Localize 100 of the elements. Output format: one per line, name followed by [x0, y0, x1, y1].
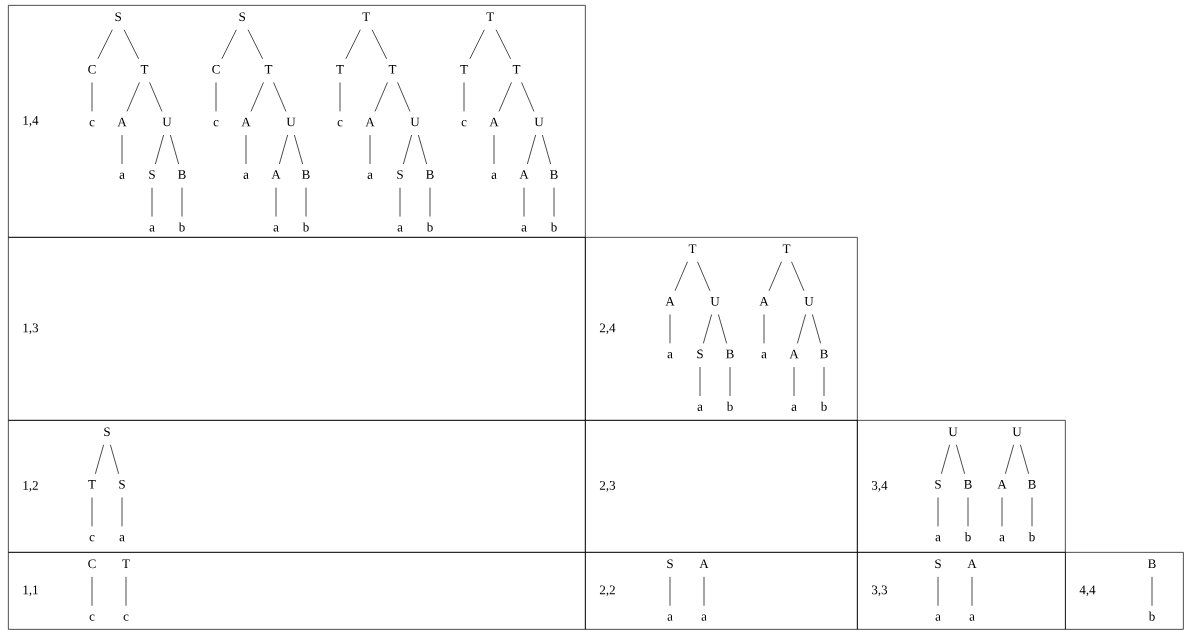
tree-branch — [170, 134, 179, 165]
tree-symbol: U — [948, 427, 958, 437]
tree-branch — [703, 314, 712, 344]
tree-branch — [941, 444, 950, 475]
tree-symbol: A — [997, 480, 1007, 489]
tree-branch — [397, 82, 411, 112]
tree-symbol: A — [759, 297, 769, 306]
tree-branch — [768, 261, 782, 292]
tree-symbol: T — [336, 65, 344, 74]
tree-symbol: a — [119, 172, 125, 179]
tree-branch — [126, 82, 140, 112]
tree-symbol: B — [964, 480, 972, 489]
tree-symbol: T — [512, 65, 521, 74]
tree-branch — [1001, 497, 1003, 527]
tree-branch — [155, 134, 164, 165]
tree-symbol: c — [337, 120, 343, 127]
tree-symbol: T — [264, 65, 273, 74]
tree-branch — [215, 82, 217, 112]
tree-symbol: B — [820, 349, 828, 359]
tree-symbol: a — [935, 535, 941, 542]
tree-symbol: a — [667, 352, 673, 359]
tree-branch — [967, 497, 969, 527]
tree-branch — [125, 576, 127, 607]
tree-branch — [1020, 444, 1029, 475]
tree-branch — [1151, 576, 1153, 607]
tree-branch — [463, 82, 465, 112]
tree-symbol: a — [273, 225, 279, 232]
tree-branch — [495, 29, 511, 60]
tree-branch — [937, 497, 939, 527]
tree-branch — [937, 576, 939, 607]
tree-symbol: T — [122, 559, 130, 568]
tree-symbol: b — [1148, 611, 1155, 621]
tree-branch — [763, 314, 765, 344]
tree-symbol: A — [489, 117, 499, 127]
tree-branch — [553, 187, 555, 217]
tree-branch — [371, 29, 387, 60]
tree-symbol: a — [491, 172, 497, 179]
tree-branch — [669, 576, 671, 607]
tree-branch — [123, 29, 139, 60]
tree-branch — [181, 187, 183, 217]
tree-symbol: T — [782, 244, 791, 253]
tree-branch — [542, 134, 551, 165]
tree-symbol: a — [791, 404, 797, 411]
tree-symbol: b — [1028, 532, 1035, 542]
tree-symbol: b — [964, 532, 971, 542]
tree-symbol: a — [367, 172, 373, 179]
tree-symbol: T — [388, 65, 397, 74]
tree-symbol: S — [667, 559, 673, 569]
tree-symbol: B — [302, 170, 310, 179]
tree-symbol: c — [461, 120, 467, 127]
tree-symbol: a — [667, 614, 673, 621]
tree-symbol: A — [271, 170, 281, 179]
tree-symbol: S — [115, 12, 121, 22]
tree-symbol: a — [397, 225, 403, 232]
tree-symbol: B — [550, 170, 558, 179]
tree-branch — [1031, 497, 1033, 527]
tree-branch — [95, 444, 104, 475]
tree-symbol: C — [88, 559, 96, 569]
tree-symbol: S — [935, 559, 941, 569]
tree-symbol: S — [397, 170, 403, 179]
tree-symbol: A — [665, 297, 675, 306]
table-cell: 1,3 — [8, 237, 586, 421]
tree-branch — [797, 314, 806, 344]
tree-symbol: U — [1012, 427, 1022, 437]
tree-branch — [403, 134, 412, 165]
tree-branch — [305, 187, 307, 217]
tree-branch — [149, 82, 163, 112]
tree-branch — [91, 576, 93, 607]
tree-symbol: A — [365, 117, 375, 127]
tree-symbol: b — [426, 222, 433, 232]
tree-branch — [245, 134, 247, 165]
tree-branch — [345, 29, 361, 60]
tree-symbol: c — [123, 614, 129, 621]
tree-branch — [429, 187, 431, 217]
tree-branch — [791, 261, 805, 292]
tree-branch — [699, 366, 701, 397]
tree-branch — [273, 82, 287, 112]
tree-branch — [498, 82, 512, 112]
tree-branch — [697, 261, 711, 292]
tree-symbol: b — [178, 222, 185, 232]
tree-branch — [121, 134, 123, 165]
tree-symbol: S — [935, 480, 941, 489]
tree-branch — [247, 29, 263, 60]
tree-branch — [151, 187, 153, 217]
tree-branch — [493, 134, 495, 165]
tree-symbol: T — [486, 12, 494, 21]
tree-branch — [110, 444, 119, 475]
tree-symbol: c — [89, 535, 95, 542]
tree-symbol: c — [213, 120, 219, 127]
tree-symbol: a — [119, 535, 125, 542]
tree-symbol: A — [519, 170, 529, 179]
tree-branch — [823, 366, 825, 397]
tree-symbol: a — [149, 225, 155, 232]
tree-symbol: c — [89, 120, 95, 127]
tree-symbol: T — [140, 65, 149, 74]
tree-symbol: a — [243, 172, 249, 179]
tree-branch — [97, 29, 113, 60]
tree-branch — [275, 187, 277, 217]
tree-symbol: a — [701, 614, 707, 621]
tree-branch — [971, 576, 973, 607]
